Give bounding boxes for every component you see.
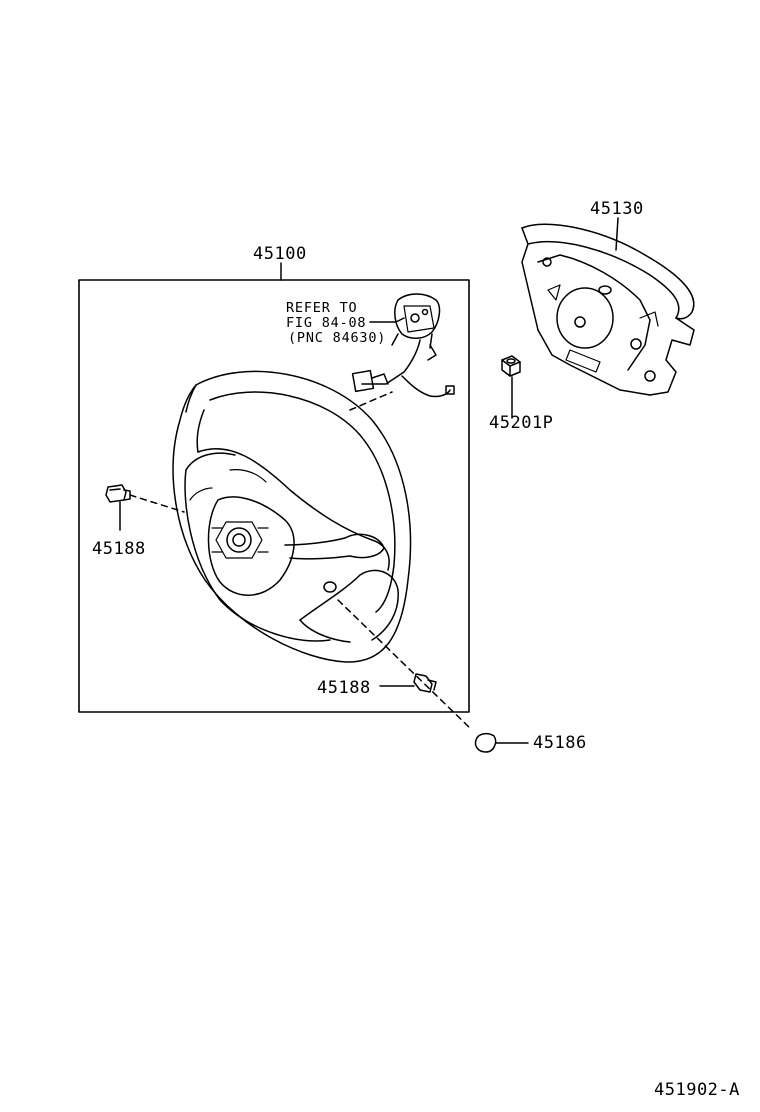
airbag-pad-drawing	[521, 217, 695, 396]
label-45188-left: 45188	[92, 539, 146, 559]
dash-left-screw	[129, 494, 185, 513]
label-45130: 45130	[590, 199, 644, 219]
steering-wheel-drawing	[172, 370, 412, 663]
label-45188-bottom: 45188	[317, 678, 371, 698]
label-45186: 45186	[533, 733, 587, 753]
dash-spiral	[349, 391, 393, 411]
label-45201p: 45201P	[489, 413, 554, 433]
leader-refer	[369, 317, 405, 323]
refer-note-line1: REFER TO	[286, 300, 358, 316]
figure-code: 451902-A	[654, 1080, 740, 1100]
screw-left-drawing	[105, 484, 131, 531]
nut-drawing	[501, 355, 521, 419]
refer-note-line3: (PNC 84630)	[288, 330, 387, 346]
spiral-cable-drawing	[351, 293, 455, 398]
assembly-box	[78, 279, 470, 713]
cap-drawing	[474, 732, 529, 753]
refer-note-line2: FIG 84-08	[286, 315, 367, 331]
dash-bottom	[337, 599, 473, 731]
screw-bottom-drawing	[379, 673, 437, 693]
label-45100: 45100	[253, 244, 307, 264]
